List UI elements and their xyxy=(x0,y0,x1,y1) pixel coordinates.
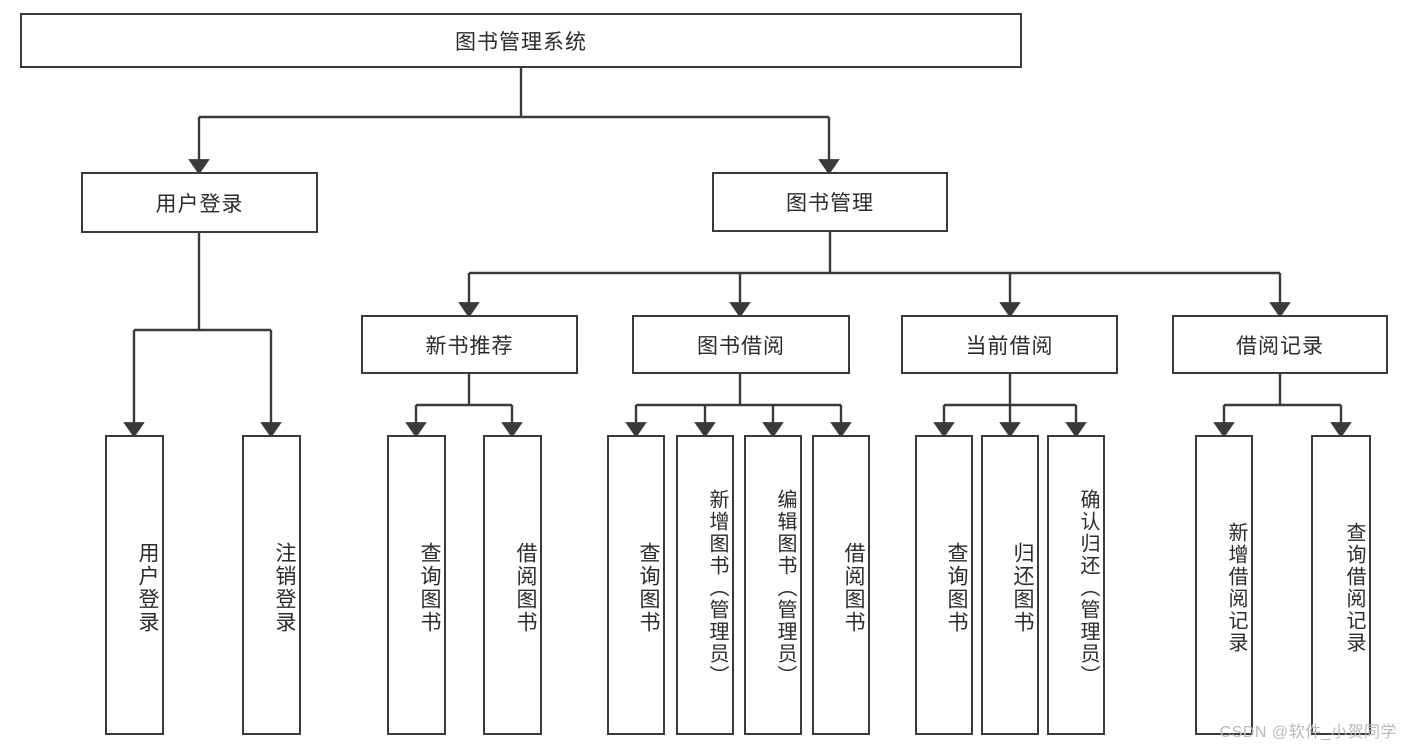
node-current-borrow[interactable]: 当前借阅 xyxy=(901,315,1118,374)
csdn-watermark: CSDN @软件_小贺同学 xyxy=(1219,724,1397,741)
leaf-user-logout[interactable]: 注销登录 xyxy=(242,435,301,735)
leaf-recommend-borrow-book[interactable]: 借阅图书 xyxy=(483,435,542,735)
leaf-current-return-book[interactable]: 归还图书 xyxy=(981,435,1039,735)
leaf-borrow-add-book-admin[interactable]: 新增图书（管理员） xyxy=(676,435,734,735)
node-borrow-record[interactable]: 借阅记录 xyxy=(1172,315,1388,374)
leaf-current-confirm-return-admin[interactable]: 确认归还（管理员） xyxy=(1047,435,1105,735)
leaf-borrow-borrow-book[interactable]: 借阅图书 xyxy=(812,435,870,735)
leaf-recommend-query-book[interactable]: 查询图书 xyxy=(387,435,446,735)
leaf-borrow-edit-book-admin[interactable]: 编辑图书（管理员） xyxy=(744,435,802,735)
node-root-system[interactable]: 图书管理系统 xyxy=(20,13,1022,68)
node-book-management[interactable]: 图书管理 xyxy=(712,172,948,232)
node-new-book-recommend[interactable]: 新书推荐 xyxy=(361,315,578,374)
leaf-current-query-book[interactable]: 查询图书 xyxy=(915,435,973,735)
node-book-borrow[interactable]: 图书借阅 xyxy=(632,315,850,374)
leaf-borrow-query-book[interactable]: 查询图书 xyxy=(607,435,665,735)
node-user-login[interactable]: 用户登录 xyxy=(81,172,318,233)
leaf-record-query-borrow-record[interactable]: 查询借阅记录 xyxy=(1311,435,1371,735)
leaf-record-add-borrow-record[interactable]: 新增借阅记录 xyxy=(1195,435,1253,735)
leaf-user-login[interactable]: 用户登录 xyxy=(105,435,164,735)
